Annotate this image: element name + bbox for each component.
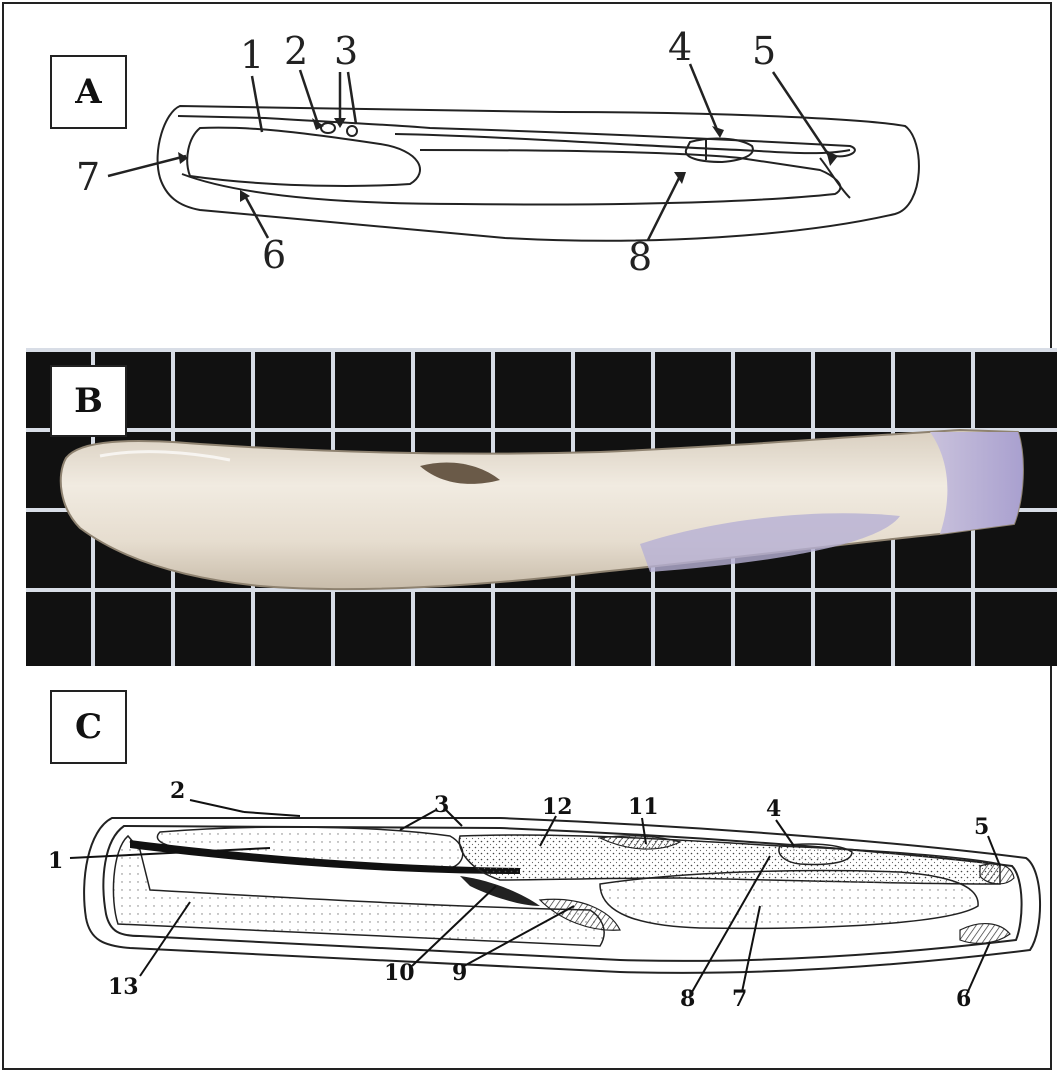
callout-c-12: 12 (542, 794, 573, 820)
callout-c-13: 13 (108, 974, 139, 1000)
callout-c-5: 5 (974, 814, 989, 840)
callout-c-9: 9 (452, 960, 467, 986)
callout-c-7: 7 (732, 986, 747, 1012)
callout-c-1: 1 (48, 848, 63, 874)
callout-c-6: 6 (956, 986, 971, 1012)
callout-c-2: 2 (170, 778, 185, 804)
callout-c-3: 3 (434, 792, 449, 818)
callout-c-8: 8 (680, 986, 695, 1012)
c-structure-4 (779, 844, 852, 865)
callout-c-4: 4 (766, 796, 781, 822)
c-siphon-5 (980, 864, 1014, 884)
callout-c-10: 10 (384, 960, 415, 986)
callout-c-11: 11 (628, 794, 659, 820)
c-siphon-6 (960, 924, 1010, 944)
c-structure-7 (600, 871, 978, 929)
